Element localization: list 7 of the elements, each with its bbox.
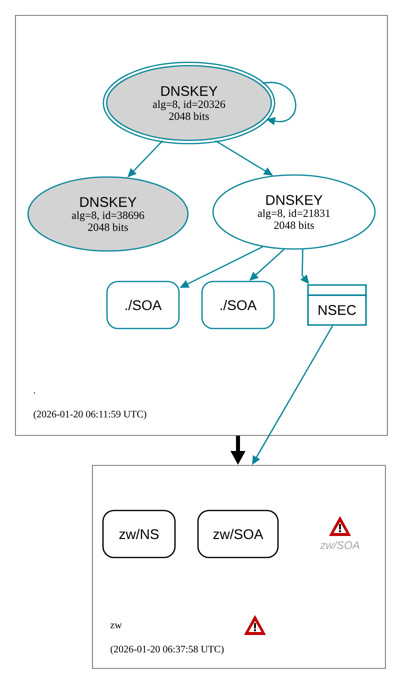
arrow <box>262 82 296 126</box>
nsec-box: NSEC <box>307 284 367 326</box>
record-box: zw/NS <box>102 510 176 558</box>
record-label: zw/SOA <box>320 540 360 550</box>
record-box: ./SOA <box>201 280 275 330</box>
record-box: ./SOA <box>106 280 180 330</box>
record-box: zw/SOA <box>197 510 279 558</box>
